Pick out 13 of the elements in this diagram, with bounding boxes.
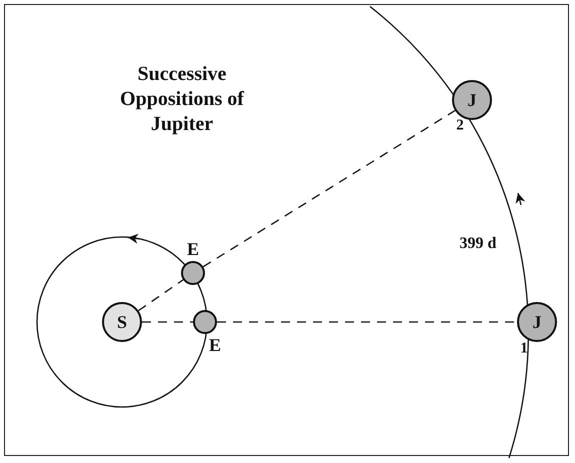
duration-label: 399 d	[460, 235, 496, 253]
position-number: 2	[456, 118, 464, 134]
sight-line	[142, 321, 193, 323]
position-number: 1	[520, 342, 528, 356]
planet-letter: J	[532, 313, 542, 331]
planet-letter: E	[209, 336, 221, 354]
sight-line	[202, 110, 456, 268]
sight-line	[138, 279, 184, 312]
planet-letter: S	[117, 313, 127, 331]
title: Successive Oppositions of Jupiter	[119, 62, 246, 137]
planet-letter: E	[187, 240, 199, 258]
planet-letter: J	[468, 91, 476, 109]
sight-line	[217, 321, 517, 323]
